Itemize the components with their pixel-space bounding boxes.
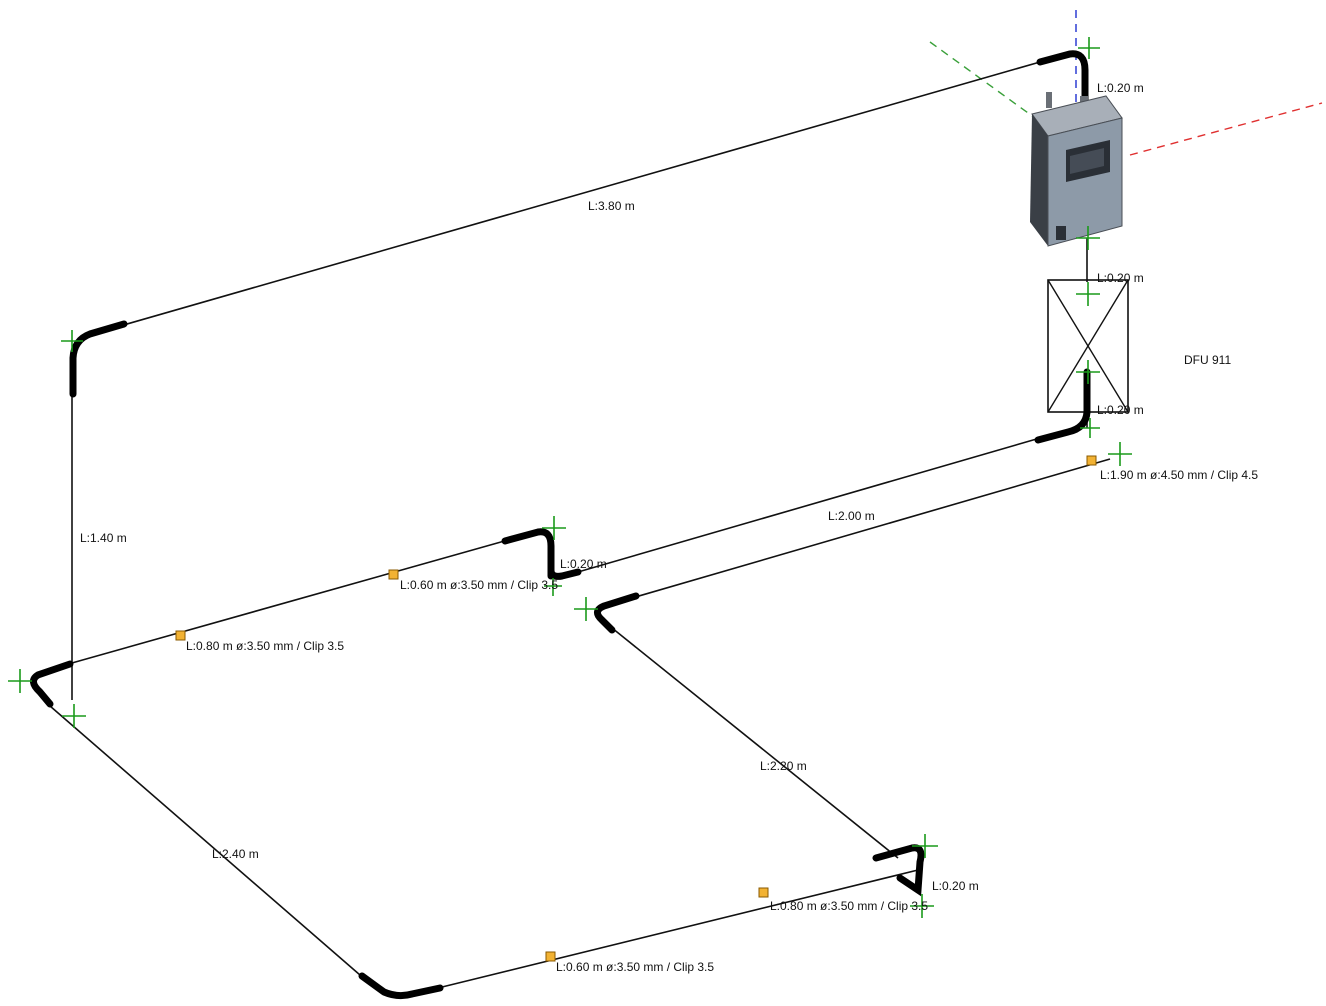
node-marker[interactable] (912, 834, 938, 858)
connection-nodes (8, 37, 1132, 918)
bend-step-bottom[interactable] (547, 566, 582, 580)
label-pump-outlet: L:0.20 m (1097, 81, 1144, 95)
component-label: DFU 911 (1184, 353, 1231, 367)
clip-markers (175, 455, 1097, 962)
dimension-labels: L:3.80 m L:0.20 m L:0.20 m DFU 911 L:0.2… (80, 81, 1258, 974)
label-seg-0-80-left: L:0.80 m ø:3.50 mm / Clip 3.5 (186, 639, 344, 653)
node-marker[interactable] (1108, 442, 1132, 466)
label-step-0-20: L:0.20 m (560, 557, 607, 571)
node-marker[interactable] (61, 330, 83, 352)
node-marker[interactable] (574, 597, 598, 621)
pipe-segments (39, 61, 1111, 989)
label-pump-inlet: L:0.20 m (1097, 271, 1144, 285)
node-marker[interactable] (1080, 418, 1100, 438)
label-seg-2-20: L:2.20 m (760, 759, 807, 773)
node-marker[interactable] (8, 669, 32, 693)
bend-step-top[interactable] (501, 528, 555, 580)
pipe-diagonal-2-20[interactable] (611, 627, 899, 859)
label-seg-2-40: L:2.40 m (212, 847, 259, 861)
node-marker[interactable] (1076, 282, 1100, 306)
pipe-mid-lower[interactable] (631, 458, 1111, 599)
clip-marker[interactable] (388, 569, 399, 580)
clip-marker[interactable] (758, 887, 769, 898)
bend-mid-corner[interactable] (594, 592, 640, 634)
x-axis (1129, 102, 1323, 156)
pipe-left-upper[interactable] (39, 539, 509, 673)
clip-marker[interactable] (175, 630, 186, 641)
node-marker[interactable] (544, 578, 562, 596)
label-dfu-out: L:0.20 m (1097, 403, 1144, 417)
label-left-riser: L:1.40 m (80, 531, 127, 545)
clip-marker[interactable] (545, 951, 556, 962)
bend-lower-right[interactable] (872, 844, 925, 897)
label-corner-0-20: L:0.20 m (932, 879, 979, 893)
bend-bottom[interactable] (358, 972, 444, 1000)
node-marker[interactable] (542, 516, 566, 540)
label-mid-2-00: L:2.00 m (828, 509, 875, 523)
pipe-bottom-run[interactable] (437, 869, 919, 989)
flow-distributor-icon[interactable] (1047, 279, 1129, 416)
node-marker[interactable] (1076, 360, 1100, 384)
label-top-run: L:3.80 m (588, 199, 635, 213)
node-marker[interactable] (1078, 37, 1100, 59)
bend-fittings (30, 50, 1091, 1000)
label-seg-0-60-upper: L:0.60 m ø:3.50 mm / Clip 3.5 (400, 578, 558, 592)
bend-top-left[interactable] (69, 320, 128, 398)
pipe-diagonal-2-40[interactable] (49, 705, 361, 976)
bend-left-corner[interactable] (30, 660, 74, 708)
pipe-top-run[interactable] (119, 61, 1041, 327)
y-axis (929, 41, 1036, 119)
label-seg-0-80-bottom: L:0.80 m ø:3.50 mm / Clip 3.5 (770, 899, 928, 913)
clip-marker[interactable] (1086, 455, 1097, 466)
node-marker[interactable] (1076, 226, 1100, 250)
label-line-1-90: L:1.90 m ø:4.50 mm / Clip 4.5 (1100, 468, 1258, 482)
node-marker[interactable] (910, 894, 934, 918)
bend-dfu-out[interactable] (1034, 394, 1091, 444)
pump-unit-icon[interactable] (1030, 92, 1123, 247)
pipe-mid-upper[interactable] (577, 437, 1041, 573)
label-seg-0-60-bottom: L:0.60 m ø:3.50 mm / Clip 3.5 (556, 960, 714, 974)
node-marker[interactable] (62, 704, 86, 728)
bend-top-right[interactable] (1036, 50, 1089, 104)
